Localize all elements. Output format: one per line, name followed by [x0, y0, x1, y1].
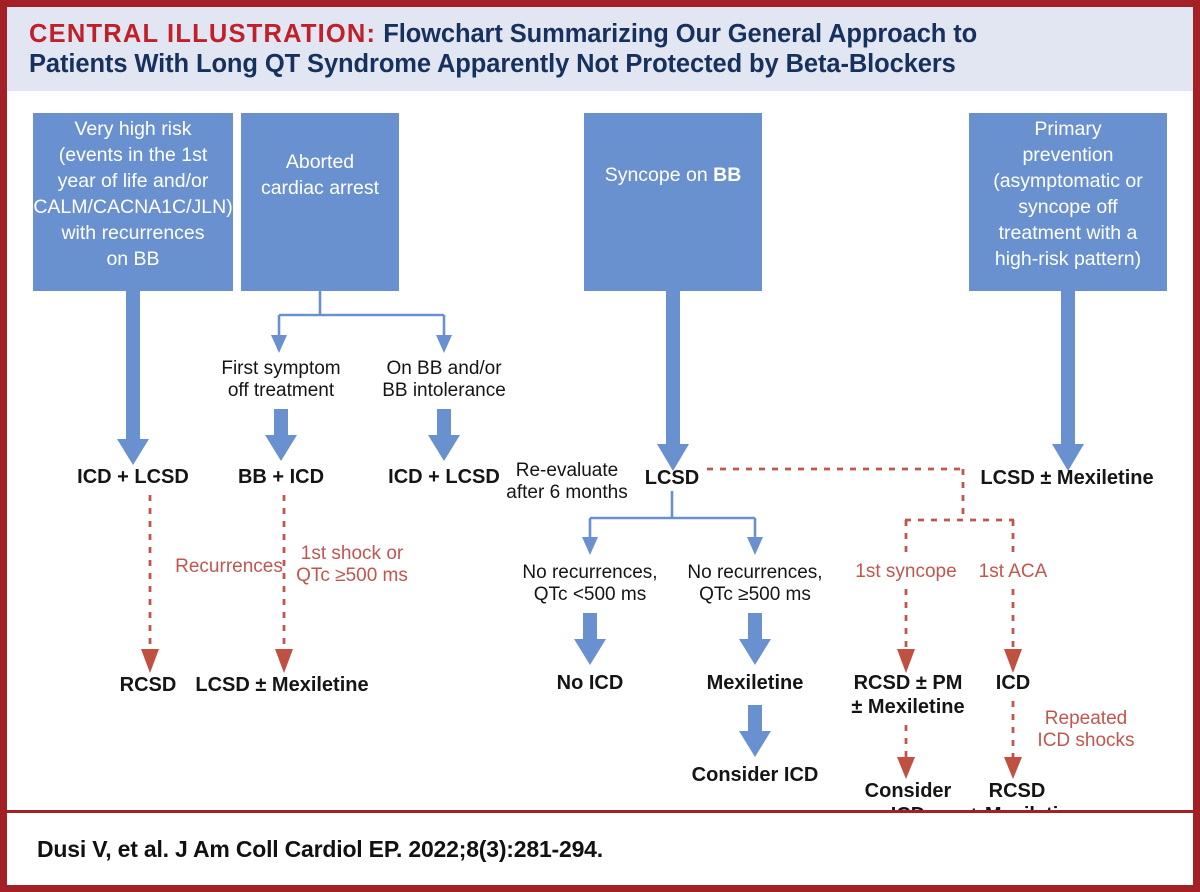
label-reevaluate-l1: Re-evaluate: [516, 460, 618, 481]
arrow-mexiletine-to-consider-icd: [739, 705, 771, 757]
red-label-repeated-l1: Repeated: [1045, 708, 1127, 729]
connector-lcsd-split: [582, 491, 763, 555]
red-label-shock-l2: QTc ≥500 ms: [296, 565, 408, 586]
box-text-syncope: Syncope on: [605, 164, 713, 186]
arrow-on-bb-to-icd-lcsd: [428, 409, 460, 461]
node-rcsd-right-l1: RCSD: [989, 780, 1046, 802]
box-line: with recurrences: [60, 222, 204, 244]
red-label-first-syncope: 1st syncope: [855, 561, 956, 582]
box-syncope-on-bb: Syncope on BB: [584, 113, 762, 291]
label-on-bb-l2: BB intolerance: [382, 380, 506, 401]
box-primary-prevention: Primary prevention (asymptomatic or sync…: [969, 113, 1167, 291]
citation-bar: Dusi V, et al. J Am Coll Cardiol EP. 202…: [7, 813, 1193, 885]
node-consider-icd-l2: ICD: [891, 804, 925, 813]
dashed-arrow-to-consider-icd-right: [897, 725, 915, 779]
red-label-repeated-l2: ICD shocks: [1037, 730, 1134, 751]
label-reevaluate-l2: after 6 months: [506, 482, 627, 503]
central-illustration-tag: CENTRAL ILLUSTRATION:: [29, 19, 377, 48]
node-lcsd-mexiletine-right: LCSD ± Mexiletine: [980, 467, 1153, 489]
arrow-very-high-risk-to-icd-lcsd: [117, 291, 149, 465]
label-no-rec-ge-l1: No recurrences,: [687, 562, 822, 583]
box-very-high-risk: Very high risk (events in the 1st year o…: [33, 113, 233, 291]
figure-title-line2: Patients With Long QT Syndrome Apparentl…: [29, 50, 956, 78]
figure-title-line1: Flowchart Summarizing Our General Approa…: [383, 19, 978, 48]
box-line: Syncope on BB: [605, 164, 742, 186]
label-first-symptom-l1: First symptom: [221, 358, 340, 379]
red-label-recurrences: Recurrences: [175, 556, 283, 577]
box-line: year of life and/or: [58, 170, 209, 192]
node-rcsd-right-l2: ± Mexiletine: [968, 804, 1081, 813]
dashed-arrow-to-rcsd-right: [1004, 701, 1022, 779]
label-no-rec-lt-l1: No recurrences,: [522, 562, 657, 583]
box-line: treatment with a: [999, 222, 1138, 244]
node-mexiletine: Mexiletine: [707, 672, 804, 694]
box-line: (events in the 1st: [59, 144, 208, 166]
red-label-shock-l1: 1st shock or: [301, 543, 404, 564]
flowchart-canvas: Very high risk (events in the 1st year o…: [7, 91, 1193, 813]
dashed-recurrences-path: [141, 495, 159, 673]
footer-divider: [7, 810, 1193, 813]
box-line: CALM/CACNA1C/JLN): [33, 196, 232, 218]
arrow-syncope-to-lcsd: [657, 291, 689, 471]
node-consider-icd-mid: Consider ICD: [692, 764, 819, 786]
box-line: cardiac arrest: [261, 177, 380, 199]
box-aborted-cardiac-arrest: Aborted cardiac arrest: [241, 113, 399, 291]
dashed-arrow-to-icd-right: [1004, 589, 1022, 673]
figure-header-band: CENTRAL ILLUSTRATION: Flowchart Summariz…: [7, 7, 1193, 91]
label-first-symptom-l2: off treatment: [228, 380, 335, 401]
box-line: syncope off: [1018, 196, 1118, 218]
label-no-rec-ge-l2: QTc ≥500 ms: [699, 584, 811, 605]
arrow-to-no-icd: [574, 613, 606, 665]
connector-aborted-split: [271, 291, 452, 353]
dashed-lcsd-to-right-branches: [707, 467, 1015, 553]
node-bb-icd: BB + ICD: [238, 466, 324, 488]
node-no-icd: No ICD: [557, 672, 624, 694]
box-line: (asymptomatic or: [993, 170, 1143, 192]
dashed-first-shock-path: [275, 495, 293, 673]
box-line: on BB: [106, 248, 159, 270]
node-rcsd-pm-l1: RCSD ± PM: [854, 672, 963, 694]
node-consider-icd-l1: Consider: [865, 780, 952, 802]
box-line: high-risk pattern): [995, 248, 1141, 270]
node-icd-lcsd-2: ICD + LCSD: [388, 466, 500, 488]
node-icd-lcsd-1: ICD + LCSD: [77, 466, 189, 488]
box-line: Aborted: [286, 151, 354, 173]
box-line: Primary: [1034, 118, 1101, 140]
figure-title: CENTRAL ILLUSTRATION: Flowchart Summariz…: [7, 19, 999, 79]
red-label-first-aca: 1st ACA: [979, 561, 1048, 582]
arrow-to-mexiletine: [739, 613, 771, 665]
arrow-first-symptom-to-bb-icd: [265, 409, 297, 461]
box-line: Very high risk: [74, 118, 191, 140]
node-icd-right: ICD: [996, 672, 1030, 694]
node-rcsd-pm-l2: ± Mexiletine: [851, 696, 964, 718]
node-lcsd-mexiletine-1: LCSD ± Mexiletine: [195, 674, 368, 696]
dashed-arrow-to-rcsd-pm: [897, 589, 915, 673]
node-lcsd: LCSD: [645, 467, 699, 489]
arrow-primary-prevention-to-lcsd-mex: [1052, 291, 1084, 471]
label-no-rec-lt-l2: QTc <500 ms: [534, 584, 646, 605]
label-on-bb-l1: On BB and/or: [386, 358, 502, 379]
citation-text: Dusi V, et al. J Am Coll Cardiol EP. 202…: [37, 835, 603, 862]
box-text-bb-bold: BB: [713, 164, 741, 186]
node-rcsd-1: RCSD: [120, 674, 177, 696]
box-line: prevention: [1022, 144, 1113, 166]
